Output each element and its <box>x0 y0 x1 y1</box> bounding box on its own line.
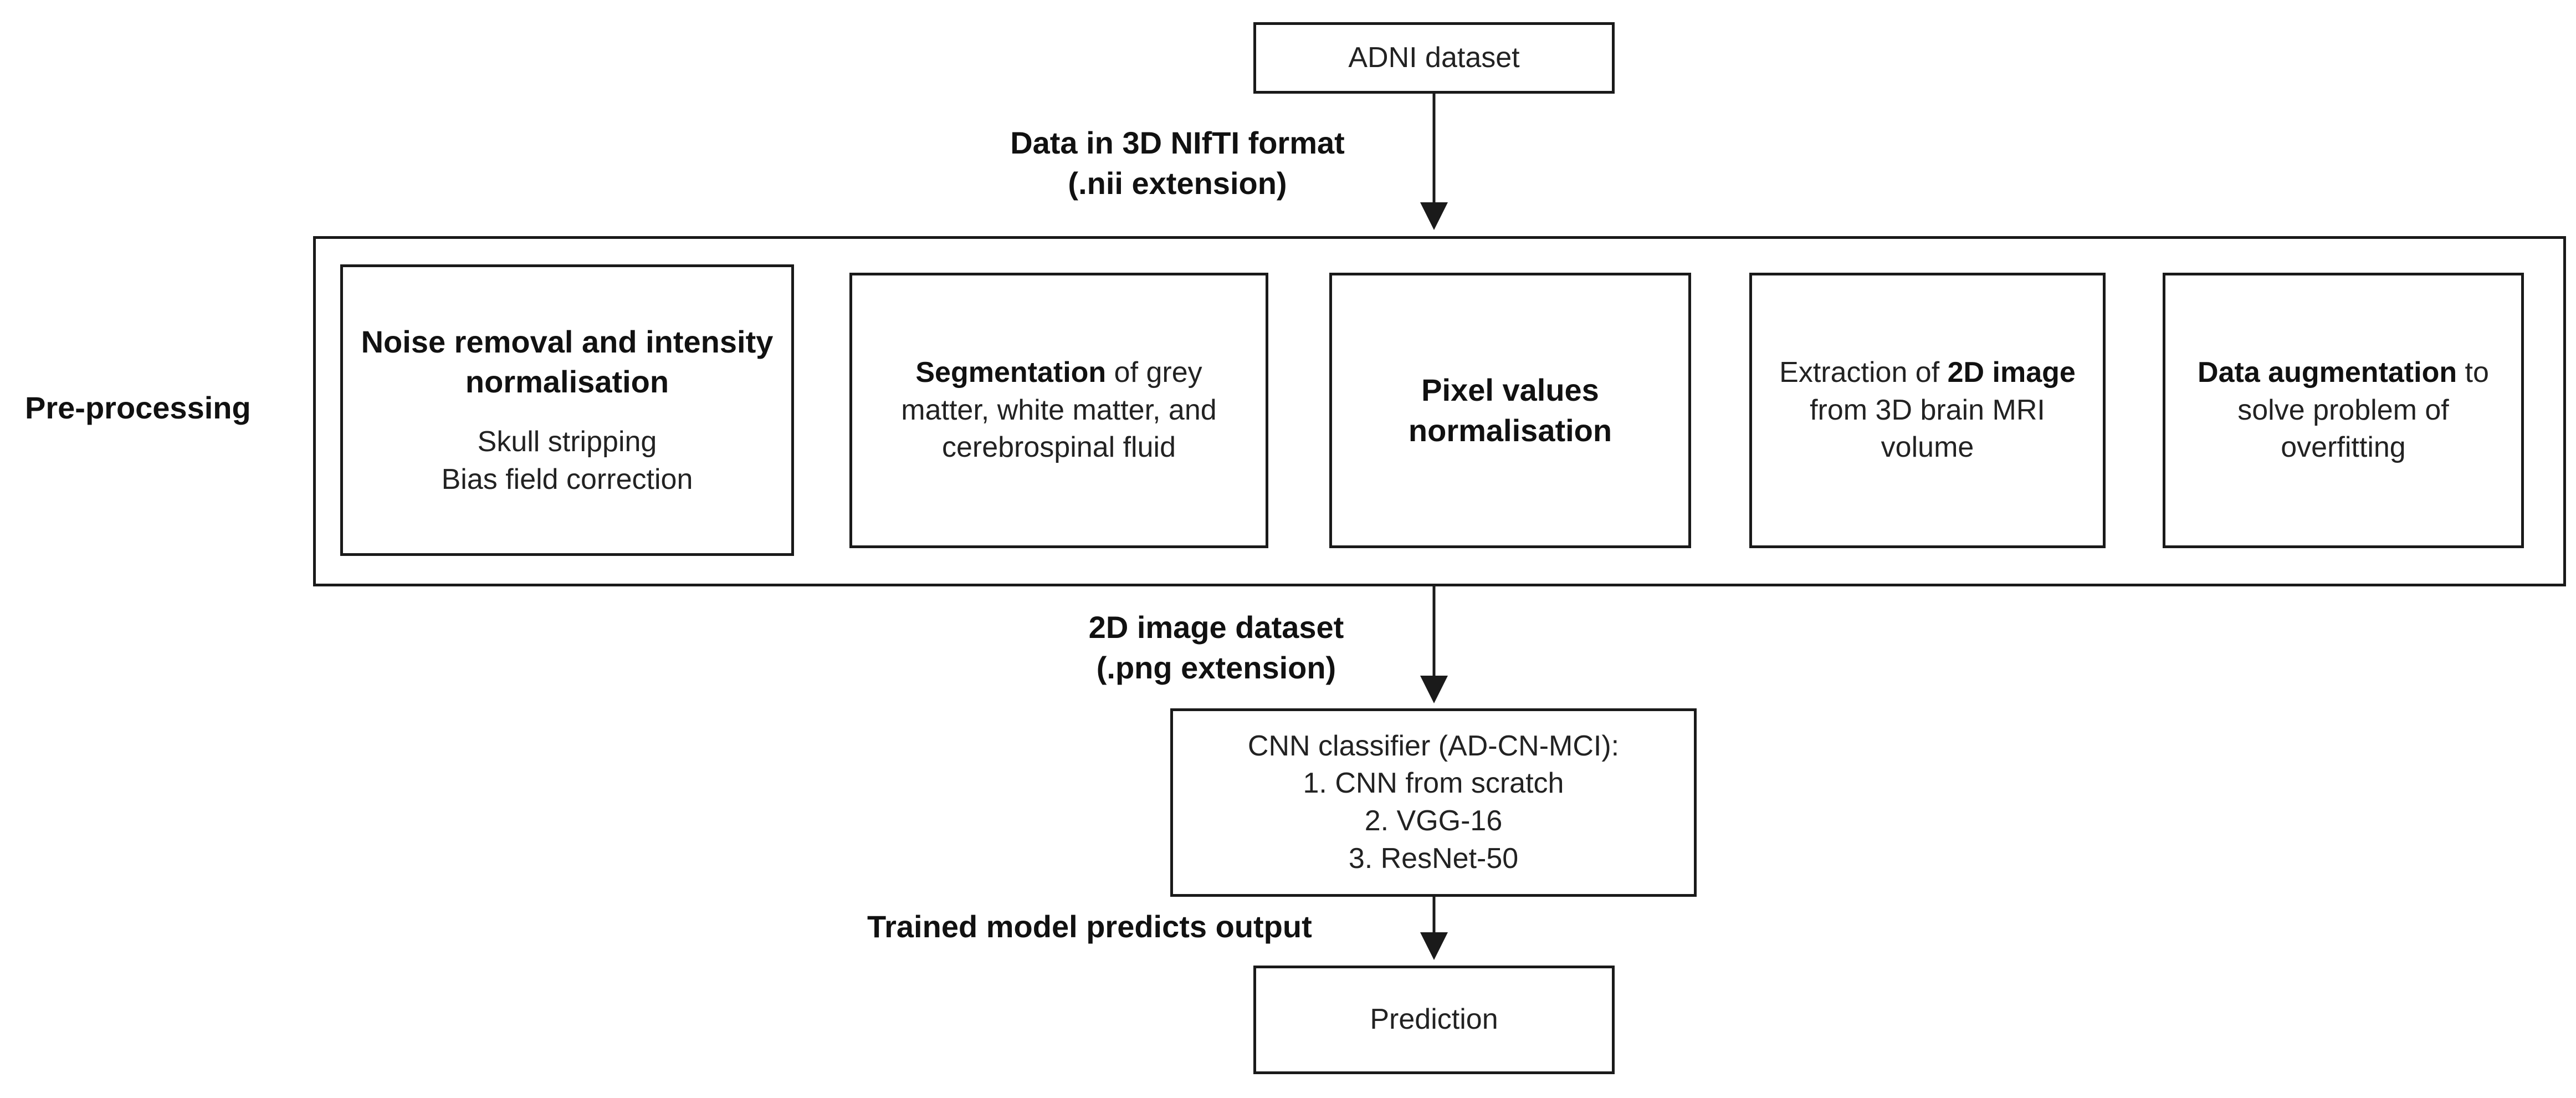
node-cnn-classifier: CNN classifier (AD-CN-MCI): 1. CNN from … <box>1170 708 1697 897</box>
node-2d-extraction-post: from 3D brain MRI volume <box>1810 394 2045 464</box>
node-cnn-classifier-item1: 1. CNN from scratch <box>1303 767 1564 800</box>
node-segmentation-rest: of grey matter, white matter, and cerebr… <box>901 356 1217 464</box>
node-adni-dataset-label: ADNI dataset <box>1348 41 1520 74</box>
edge-label-png-line1: 2D image dataset <box>1088 610 1344 645</box>
node-2d-extraction-text: Extraction of 2D image from 3D brain MRI… <box>1769 354 2086 467</box>
edge-label-png-line2: (.png extension) <box>1096 650 1336 685</box>
edge-label-nifti-line2: (.nii extension) <box>1068 165 1287 201</box>
edge-label-png: 2D image dataset (.png extension) <box>1020 607 1413 688</box>
edge-label-nifti-line1: Data in 3D NIfTI format <box>1010 125 1345 160</box>
node-noise-removal-title: Noise removal and intensity normalisatio… <box>361 324 774 400</box>
group-label-text: Pre-processing <box>25 390 251 425</box>
node-cnn-classifier-item2: 2. VGG-16 <box>1364 805 1503 837</box>
node-prediction: Prediction <box>1253 966 1615 1074</box>
node-data-augmentation-text: Data augmentation to solve problem of ov… <box>2182 354 2505 467</box>
node-cnn-classifier-title: CNN classifier (AD-CN-MCI): <box>1247 729 1620 762</box>
node-cnn-classifier-item3: 3. ResNet-50 <box>1348 842 1519 875</box>
node-noise-removal-line2: Bias field correction <box>441 463 693 496</box>
node-data-augmentation-bold: Data augmentation <box>2198 356 2457 389</box>
node-pixel-normalisation-title: Pixel values normalisation <box>1408 372 1612 448</box>
edge-label-trained-model: Trained model predicts output <box>867 907 1312 947</box>
node-segmentation-text: Segmentation of grey matter, white matte… <box>869 354 1249 467</box>
group-label-preprocessing: Pre-processing <box>25 388 251 428</box>
node-segmentation: Segmentation of grey matter, white matte… <box>849 273 1268 548</box>
node-adni-dataset: ADNI dataset <box>1253 22 1615 94</box>
node-pixel-normalisation: Pixel values normalisation <box>1329 273 1691 548</box>
node-2d-extraction-bold: 2D image <box>1947 356 2076 389</box>
node-data-augmentation-rest: to solve problem of overfitting <box>2237 356 2489 464</box>
node-prediction-label: Prediction <box>1370 1003 1498 1036</box>
edge-label-nifti: Data in 3D NIfTI format (.nii extension) <box>942 123 1413 204</box>
node-2d-extraction: Extraction of 2D image from 3D brain MRI… <box>1749 273 2106 548</box>
node-2d-extraction-pre: Extraction of <box>1779 356 1948 389</box>
node-data-augmentation: Data augmentation to solve problem of ov… <box>2163 273 2524 548</box>
node-segmentation-bold: Segmentation <box>915 356 1107 389</box>
node-noise-removal: Noise removal and intensity normalisatio… <box>340 264 794 556</box>
edge-label-trained-model-text: Trained model predicts output <box>867 909 1312 944</box>
node-noise-removal-line1: Skull stripping <box>477 426 657 458</box>
